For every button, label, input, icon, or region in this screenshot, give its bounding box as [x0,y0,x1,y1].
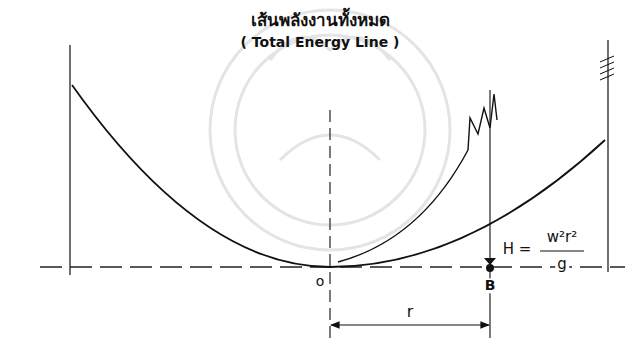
hatch-marks [600,56,614,80]
fraction-bar [540,250,584,251]
formula-numerator: w²r² [545,229,579,246]
formula-denominator: g [555,256,569,273]
formula-lhs: H = [501,241,534,258]
point-label: B [483,278,498,293]
radius-dimension [331,324,489,325]
title-english: ( Total Energy Line ) [241,35,400,50]
inner-curve [338,150,468,262]
zigzag-mark [468,94,497,150]
energy-parabola [72,85,605,267]
water-level-symbol [484,258,496,265]
origin-label: o [314,274,327,289]
diagram-title: เส้นพลังงานทั้งหมด [251,11,390,30]
point-b-dot [486,264,494,272]
center-axis [329,110,330,338]
radius-label: r [405,303,416,321]
right-wall [607,40,608,272]
left-wall [69,45,70,275]
